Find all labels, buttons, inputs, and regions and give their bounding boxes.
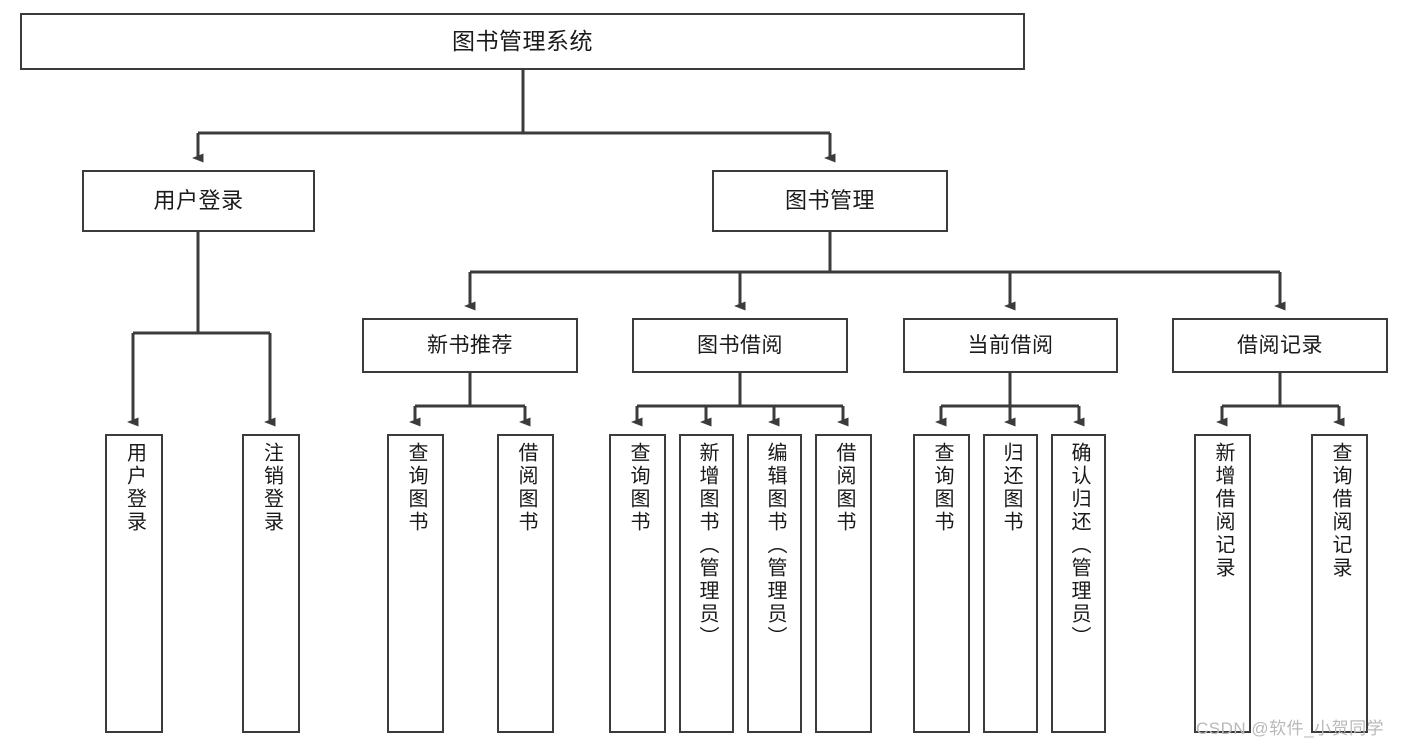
- node-label: 图书管理系统: [452, 27, 593, 54]
- node-leaf-user-login[interactable]: 用户登录: [105, 434, 163, 733]
- node-leaf-borrow-books[interactable]: 借阅图书: [815, 434, 872, 733]
- node-leaf-edit-book-admin[interactable]: 编辑图书（管理员）: [747, 434, 802, 733]
- node-label: 归还图书: [1000, 442, 1022, 534]
- node-label: 用户登录: [153, 187, 244, 213]
- node-label: 确认归还（管理员）: [1068, 442, 1090, 649]
- node-label: 查询图书: [931, 442, 953, 534]
- node-leaf-query-books-recommend[interactable]: 查询图书: [387, 434, 444, 733]
- node-leaf-logout[interactable]: 注销登录: [242, 434, 300, 733]
- node-label: 图书管理: [784, 187, 875, 213]
- node-leaf-query-books-current[interactable]: 查询图书: [913, 434, 970, 733]
- node-label: 编辑图书（管理员）: [764, 442, 786, 649]
- node-leaf-query-books-borrow[interactable]: 查询图书: [609, 434, 666, 733]
- node-label: 查询图书: [627, 442, 649, 534]
- csdn-watermark: CSDN @软件_小贺同学: [1196, 719, 1385, 738]
- node-root-system[interactable]: 图书管理系统: [20, 13, 1025, 70]
- node-label: 借阅图书: [833, 442, 855, 534]
- node-label: 新增图书（管理员）: [696, 442, 718, 649]
- node-label: 新书推荐: [427, 333, 513, 357]
- node-book-borrow[interactable]: 图书借阅: [632, 318, 848, 373]
- node-label: 当前借阅: [967, 333, 1054, 357]
- node-label: 借阅图书: [515, 442, 537, 534]
- node-current-borrow[interactable]: 当前借阅: [903, 318, 1118, 373]
- node-leaf-return-books[interactable]: 归还图书: [983, 434, 1038, 733]
- node-label: 查询借阅记录: [1329, 442, 1351, 580]
- node-leaf-add-book-admin[interactable]: 新增图书（管理员）: [679, 434, 734, 733]
- node-label: 查询图书: [405, 442, 427, 534]
- node-leaf-borrow-books-recommend[interactable]: 借阅图书: [497, 434, 554, 733]
- node-book-management[interactable]: 图书管理: [712, 170, 948, 232]
- node-leaf-query-borrow-record[interactable]: 查询借阅记录: [1311, 434, 1368, 733]
- node-new-book-recommend[interactable]: 新书推荐: [362, 318, 578, 373]
- node-leaf-confirm-return-admin[interactable]: 确认归还（管理员）: [1051, 434, 1106, 733]
- node-label: 新增借阅记录: [1212, 442, 1234, 580]
- node-leaf-add-borrow-record[interactable]: 新增借阅记录: [1194, 434, 1251, 733]
- node-user-login[interactable]: 用户登录: [82, 170, 315, 232]
- node-label: 注销登录: [260, 442, 283, 534]
- node-borrow-records[interactable]: 借阅记录: [1172, 318, 1388, 373]
- node-label: 图书借阅: [697, 333, 783, 357]
- node-label: 借阅记录: [1237, 333, 1323, 357]
- node-label: 用户登录: [123, 442, 146, 534]
